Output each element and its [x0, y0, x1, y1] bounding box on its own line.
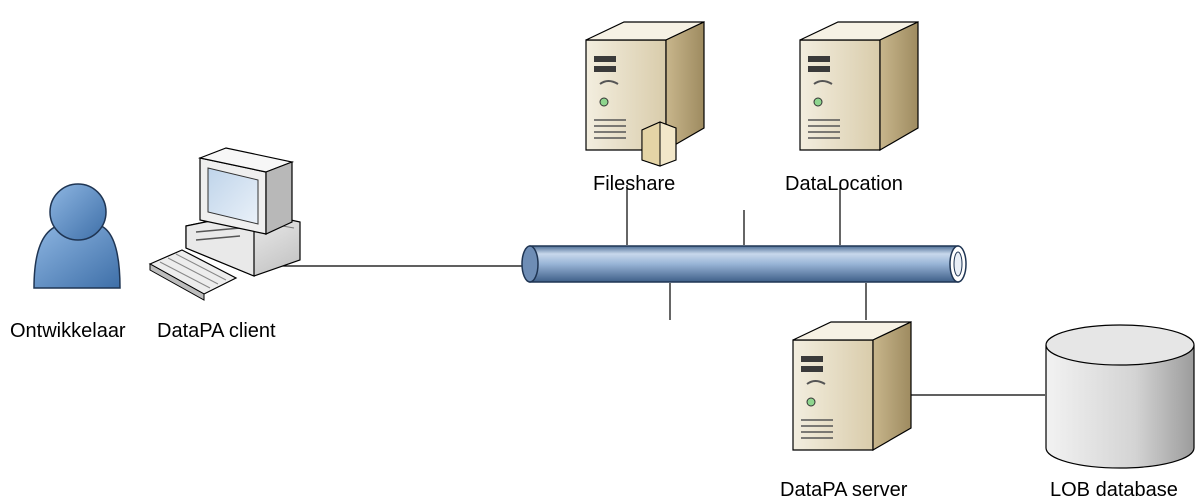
database-label: LOB database — [1050, 479, 1178, 501]
server-node: DataPA server — [780, 321, 912, 501]
database-node: LOB database — [1045, 324, 1195, 501]
developer-node: Ontwikkelaar — [10, 183, 126, 342]
server-icon — [799, 21, 919, 151]
network-bus-icon — [521, 245, 967, 283]
client-node: DataPA client — [148, 147, 301, 342]
database-icon — [1045, 324, 1195, 469]
file-server-icon — [585, 21, 705, 167]
client-label: DataPA client — [157, 320, 276, 342]
workstation-icon — [148, 147, 301, 301]
datalocation-label: DataLocation — [785, 173, 903, 195]
person-icon — [33, 183, 121, 289]
server-icon — [792, 321, 912, 451]
fileshare-node: Fileshare — [585, 21, 705, 195]
fileshare-label: Fileshare — [593, 173, 675, 195]
connections — [262, 185, 1045, 396]
datalocation-node: DataLocation — [785, 21, 919, 195]
developer-label: Ontwikkelaar — [10, 320, 126, 342]
server-label: DataPA server — [780, 479, 908, 501]
